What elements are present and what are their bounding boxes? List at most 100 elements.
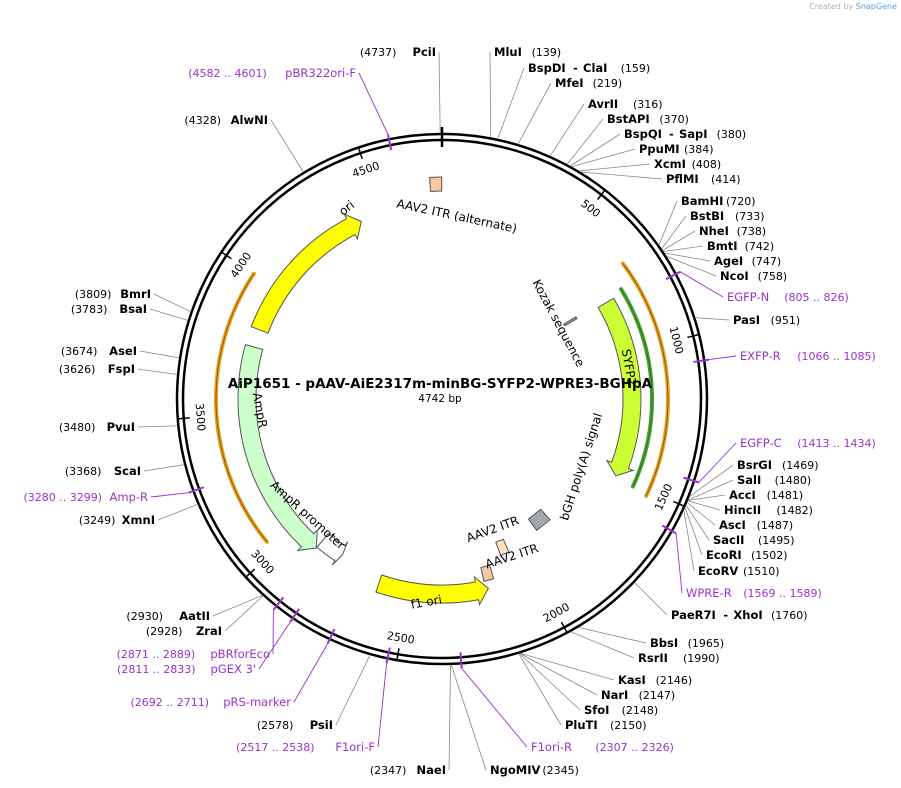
site-xmni[interactable]: XmnI(3249) <box>79 513 155 527</box>
feature-f1-ori[interactable] <box>375 574 489 607</box>
site-name: PciI <box>413 45 436 59</box>
site-acci[interactable]: AccI(1481) <box>729 488 803 502</box>
primer-range: (4582 .. 4601) <box>188 67 267 80</box>
primer-prs-marker[interactable]: pRS-marker(2692 .. 2711) <box>130 628 336 709</box>
site-leader-line <box>664 252 711 262</box>
site-paer7i[interactable]: PaeR7I-XhoI(1760) <box>671 608 808 622</box>
primer-f1ori-f[interactable]: F1ori-F(2517 .. 2538) <box>236 647 391 754</box>
site-alwni[interactable]: AlwNI(4328) <box>184 113 268 127</box>
feature-ampr[interactable] <box>237 344 318 552</box>
site-bamhi[interactable]: BamHI(720) <box>681 194 756 208</box>
feature-ori[interactable] <box>250 213 362 334</box>
site-scai[interactable]: ScaI(3368) <box>65 464 141 478</box>
primer-egfp-n[interactable]: EGFP-N(805 .. 826) <box>665 270 849 304</box>
feature-aav2-itr-alternate[interactable] <box>429 176 443 192</box>
site-position: (370) <box>659 113 689 126</box>
feature-aav2-itr[interactable] <box>495 538 510 557</box>
site-kasi[interactable]: KasI(2146) <box>618 673 692 687</box>
site-avrii[interactable]: AvrII(316) <box>588 97 663 111</box>
site-pluti[interactable]: PluTI(2150) <box>565 718 647 732</box>
site-mlui[interactable]: MluI(139) <box>494 45 561 59</box>
feature-syfp2[interactable] <box>597 297 642 477</box>
site-sali[interactable]: SalI(1480) <box>737 473 811 487</box>
site-leader-line <box>580 171 663 180</box>
site-leader-line <box>519 652 615 681</box>
site-ppumi[interactable]: PpuMI(384) <box>639 142 714 156</box>
site-xcmi[interactable]: XcmI(408) <box>654 157 721 171</box>
feature-tracks <box>214 261 671 544</box>
plasmid-backbone <box>175 127 709 666</box>
site-name: NcoI <box>720 269 749 283</box>
primer-amp-r[interactable]: Amp-R(3280 .. 3299) <box>23 486 205 504</box>
site-agei[interactable]: AgeI(747) <box>714 254 781 268</box>
tick-1000 <box>687 334 699 339</box>
tick-2500 <box>396 648 400 660</box>
site-name-separator: - <box>669 127 674 141</box>
primer-leader-line <box>358 72 389 135</box>
site-sacii[interactable]: SacII(1495) <box>713 533 795 547</box>
feature-shape <box>563 316 578 327</box>
primer-wpre-r[interactable]: WPRE-R(1569 .. 1589) <box>661 524 822 600</box>
site-fspi[interactable]: FspI(3626) <box>59 362 135 376</box>
site-bmti[interactable]: BmtI(742) <box>707 239 774 253</box>
site-psii[interactable]: PsiI(2578) <box>257 718 333 732</box>
site-bbsi[interactable]: BbsI(1965) <box>650 636 724 650</box>
site-pvui[interactable]: PvuI(3480) <box>59 420 135 434</box>
site-ecorv[interactable]: EcoRV(1510) <box>698 564 780 578</box>
site-name: NarI <box>601 688 628 702</box>
green-track-right-core <box>620 288 653 487</box>
site-bsai[interactable]: BsaI(3783) <box>71 302 147 316</box>
feature-kozak-sequence[interactable] <box>563 316 578 327</box>
site-naei[interactable]: NaeI(2347) <box>370 763 446 777</box>
site-bstbi[interactable]: BstBI(733) <box>690 209 765 223</box>
primer-pbr322ori-f[interactable]: pBR322ori-F(4582 .. 4601) <box>188 66 393 151</box>
site-label-layer: PciI (4737) MluI(139) BspDI-ClaI(159)MfeI(2… <box>23 45 875 777</box>
primer-f1ori-r[interactable]: F1ori-R(2307 .. 2326) <box>459 652 674 754</box>
site-position: (758) <box>758 270 788 283</box>
site-name: PpuMI <box>639 142 680 156</box>
tick-label-3500: 3500 <box>193 403 208 432</box>
primer-exfp-r[interactable]: EXFP-R(1066 .. 1085) <box>693 349 876 363</box>
site-name-alt: ClaI <box>583 61 607 75</box>
site-position: (4737) <box>360 46 397 59</box>
site-mfei[interactable]: MfeI(219) <box>555 76 622 90</box>
site-nhei[interactable]: NheI(738) <box>699 224 766 238</box>
feature-aav2-itr[interactable] <box>480 564 495 582</box>
site-bstapi[interactable]: BstAPI(370) <box>607 112 689 126</box>
feature-bgh-poly-a-signal[interactable] <box>527 508 551 532</box>
site-hincii[interactable]: HincII(1482) <box>724 503 813 517</box>
site-leader-line <box>661 215 687 250</box>
site-rsrii[interactable]: RsrII(1990) <box>638 651 720 665</box>
primer-pbrforeco[interactable]: pBRforEco(2871 .. 2889) <box>117 596 285 661</box>
site-aatii[interactable]: AatII(2930) <box>126 609 210 623</box>
site-bspqi[interactable]: BspQI-SapI(380) <box>624 127 746 141</box>
primer-site-mark <box>665 270 681 281</box>
site-position: (1487) <box>757 519 794 532</box>
site-ngomiv[interactable]: NgoMIV(2345) <box>490 763 579 777</box>
site-asei[interactable]: AseI(3674) <box>61 344 137 358</box>
site-zrai[interactable]: ZraI(2928) <box>146 624 222 638</box>
site-name-alt: XhoI <box>733 608 762 622</box>
primer-pgex-3[interactable]: pGEX 3'(2811 .. 2833) <box>117 608 300 676</box>
site-position: (3809) <box>75 288 112 301</box>
site-bsrgi[interactable]: BsrGI(1469) <box>737 458 819 472</box>
site-pasi[interactable]: PasI(951) <box>733 313 800 327</box>
site-bmri[interactable]: BmrI(3809) <box>75 287 151 301</box>
site-ecori[interactable]: EcoRI(1502) <box>706 548 788 562</box>
site-name: BspQI <box>624 127 662 141</box>
feature-ampr-promoter[interactable] <box>316 532 349 566</box>
site-sfoi[interactable]: SfoI(2148) <box>584 703 658 717</box>
site-bspdi[interactable]: BspDI-ClaI(159) <box>528 61 650 75</box>
primer-egfp-c[interactable]: EGFP-C(1413 .. 1434) <box>683 436 876 484</box>
site-pflmi[interactable]: PflMI(414) <box>666 172 741 186</box>
site-pcii[interactable]: PciI (4737) <box>360 45 436 59</box>
site-position: (219) <box>593 77 623 90</box>
site-position: (1495) <box>758 534 795 547</box>
primer-leader-line <box>675 533 683 594</box>
primer-name: EGFP-N <box>727 290 769 304</box>
site-nari[interactable]: NarI(2147) <box>601 688 675 702</box>
primer-site-mark <box>459 652 463 669</box>
site-asci[interactable]: AscI(1487) <box>719 518 793 532</box>
primer-site-mark <box>385 647 391 664</box>
site-ncoi[interactable]: NcoI (758) <box>720 269 787 283</box>
